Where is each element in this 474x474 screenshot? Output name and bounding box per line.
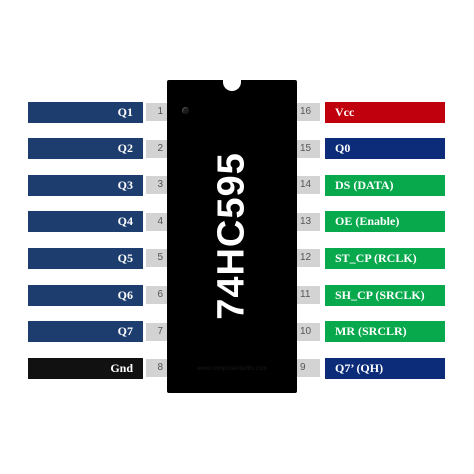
pin-number-right: 16 (297, 103, 320, 121)
pin-number-left: 8 (146, 359, 167, 377)
pin-number-right: 10 (297, 323, 320, 341)
pin-label-left: Gnd (28, 358, 143, 379)
pin-label-left: Q4 (28, 211, 143, 232)
pin-number-left: 3 (146, 176, 167, 194)
pin-label-left: Q2 (28, 138, 143, 159)
pin-number-right: 14 (297, 176, 320, 194)
pin1-indicator-dot (182, 107, 189, 114)
pin-number-left: 5 (146, 249, 167, 267)
pin-number-right: 11 (297, 286, 320, 304)
pin-label-right: SH_CP (SRCLK) (325, 285, 445, 306)
pin-label-right: OE (Enable) (325, 211, 445, 232)
pin-label-left: Q6 (28, 285, 143, 306)
chip-part-number: 74HC595 (210, 152, 253, 320)
pin-number-left: 1 (146, 103, 167, 121)
pin-label-left: Q3 (28, 175, 143, 196)
pin-number-left: 2 (146, 140, 167, 158)
pin-label-right: Vcc (325, 102, 445, 123)
ic-chip-body: 74HC595 www.componentsinfo.com (167, 79, 297, 393)
chip-notch (223, 79, 241, 91)
pin-label-right: MR (SRCLR) (325, 321, 445, 342)
pin-label-right: Q0 (325, 138, 445, 159)
pin-number-right: 13 (297, 213, 320, 231)
pin-number-right: 15 (297, 140, 320, 158)
chip-watermark: www.componentsinfo.com (197, 366, 267, 372)
pin-label-right: ST_CP (RCLK) (325, 248, 445, 269)
pin-label-left: Q7 (28, 321, 143, 342)
pin-number-right: 12 (297, 249, 320, 267)
pin-label-right: Q7’ (QH) (325, 358, 445, 379)
pin-label-left: Q5 (28, 248, 143, 269)
pin-label-left: Q1 (28, 102, 143, 123)
pin-number-left: 4 (146, 213, 167, 231)
pin-number-right: 9 (297, 359, 320, 377)
pin-label-right: DS (DATA) (325, 175, 445, 196)
pin-number-left: 6 (146, 286, 167, 304)
pin-number-left: 7 (146, 323, 167, 341)
